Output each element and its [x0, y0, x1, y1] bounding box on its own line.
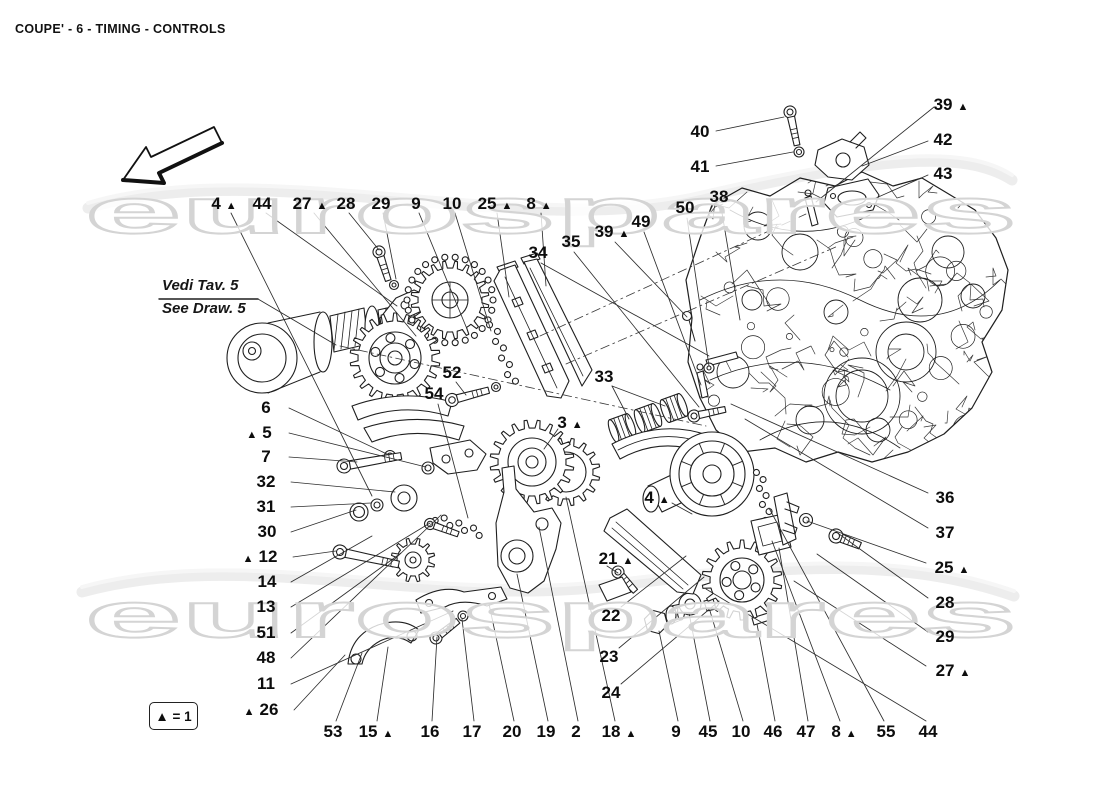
reference-note-italian: Vedi Tav. 5 [162, 277, 239, 294]
callout-bot-16[interactable]: 16 [421, 722, 440, 741]
callout-mid-21[interactable]: 21▲ [599, 549, 634, 568]
callout-right-28[interactable]: 28 [936, 593, 955, 612]
callout-top-8[interactable]: 8▲ [526, 194, 551, 213]
callout-bot-46[interactable]: 46 [764, 722, 783, 741]
callout-left-26[interactable]: ▲26 [244, 700, 279, 719]
direction-arrow-icon [121, 126, 224, 185]
callout-left-32[interactable]: 32 [257, 472, 276, 491]
callout-bot-2[interactable]: 2 [571, 722, 580, 741]
callout-tr-40[interactable]: 40 [691, 122, 710, 141]
callout-right-25[interactable]: 25▲ [935, 558, 970, 577]
callout-left-14[interactable]: 14 [258, 572, 277, 591]
callout-bot-10[interactable]: 10 [732, 722, 751, 741]
callout-bot-20[interactable]: 20 [503, 722, 522, 741]
callout-mid-23[interactable]: 23 [600, 647, 619, 666]
callout-tr-41[interactable]: 41 [691, 157, 710, 176]
callout-top-44[interactable]: 44 [253, 194, 272, 213]
callout-top-25[interactable]: 25▲ [478, 194, 513, 213]
callout-tr-39[interactable]: 39▲ [934, 95, 969, 114]
callout-left-7[interactable]: 7 [261, 447, 270, 466]
callout-mid-33[interactable]: 33 [595, 367, 614, 386]
legend-label: ▲ = 1 [155, 708, 192, 724]
callout-bot-9[interactable]: 9 [671, 722, 680, 741]
callout-bot-15[interactable]: 15▲ [359, 722, 394, 741]
callout-bot-55[interactable]: 55 [877, 722, 896, 741]
callout-bot-19[interactable]: 19 [537, 722, 556, 741]
callout-right-27[interactable]: 27▲ [936, 661, 971, 680]
reference-note: Vedi Tav. 5 See Draw. 5 [160, 276, 248, 320]
callout-tr-39b[interactable]: 39▲ [595, 222, 630, 241]
callout-mid-52[interactable]: 52 [443, 363, 462, 382]
watermark-swoosh [76, 154, 1020, 602]
callout-bot-45[interactable]: 45 [699, 722, 718, 741]
callout-top-9[interactable]: 9 [411, 194, 420, 213]
callout-left-13[interactable]: 13 [257, 597, 276, 616]
callout-mid-54[interactable]: 54 [425, 384, 444, 403]
callout-mid-22[interactable]: 22 [602, 606, 621, 625]
callout-right-29[interactable]: 29 [936, 627, 955, 646]
callout-tr-34[interactable]: 34 [529, 243, 548, 262]
callout-mid-3[interactable]: 3▲ [557, 413, 582, 432]
callout-bot-18[interactable]: 18▲ [602, 722, 637, 741]
callout-left-48[interactable]: 48 [257, 648, 276, 667]
callout-bot-47[interactable]: 47 [797, 722, 816, 741]
callout-tr-49[interactable]: 49 [632, 212, 651, 231]
callout-tr-43[interactable]: 43 [934, 164, 953, 183]
callout-mid-24[interactable]: 24 [602, 683, 621, 702]
callout-tr-38[interactable]: 38 [710, 187, 729, 206]
callout-top-4[interactable]: 4▲ [211, 194, 236, 213]
callout-top-10[interactable]: 10 [443, 194, 462, 213]
callout-bot-53[interactable]: 53 [324, 722, 343, 741]
callout-bot-44[interactable]: 44 [919, 722, 938, 741]
callout-top-29[interactable]: 29 [372, 194, 391, 213]
callout-left-5[interactable]: ▲5 [246, 423, 271, 442]
callout-left-51[interactable]: 51 [257, 623, 276, 642]
callout-tr-50[interactable]: 50 [676, 198, 695, 217]
timing-parts-art [226, 105, 880, 665]
reference-note-english: See Draw. 5 [162, 300, 246, 318]
callout-tr-35[interactable]: 35 [562, 232, 581, 251]
watermark: eurospares eurospares [84, 174, 1018, 652]
leader-lines [158, 106, 935, 722]
callout-tr-42[interactable]: 42 [934, 130, 953, 149]
callout-bot-8[interactable]: 8▲ [831, 722, 856, 741]
page-title: COUPE' - 6 - TIMING - CONTROLS [15, 22, 226, 36]
callout-left-30[interactable]: 30 [258, 522, 277, 541]
callout-bot-17[interactable]: 17 [463, 722, 482, 741]
callout-left-31[interactable]: 31 [257, 497, 276, 516]
callout-right-36[interactable]: 36 [936, 488, 955, 507]
callout-left-12[interactable]: ▲12 [243, 547, 278, 566]
callout-left-11[interactable]: 11 [257, 674, 275, 693]
callout-mid-4[interactable]: 4▲ [644, 488, 669, 507]
callout-right-37[interactable]: 37 [936, 523, 955, 542]
callout-top-27[interactable]: 27▲ [293, 194, 328, 213]
callout-top-28[interactable]: 28 [337, 194, 356, 213]
legend-box: ▲ = 1 [149, 702, 198, 730]
watermark-text: eurospares [85, 175, 1017, 247]
watermark-text: eurospares [85, 579, 1017, 651]
callout-left-6[interactable]: 6 [261, 398, 270, 417]
